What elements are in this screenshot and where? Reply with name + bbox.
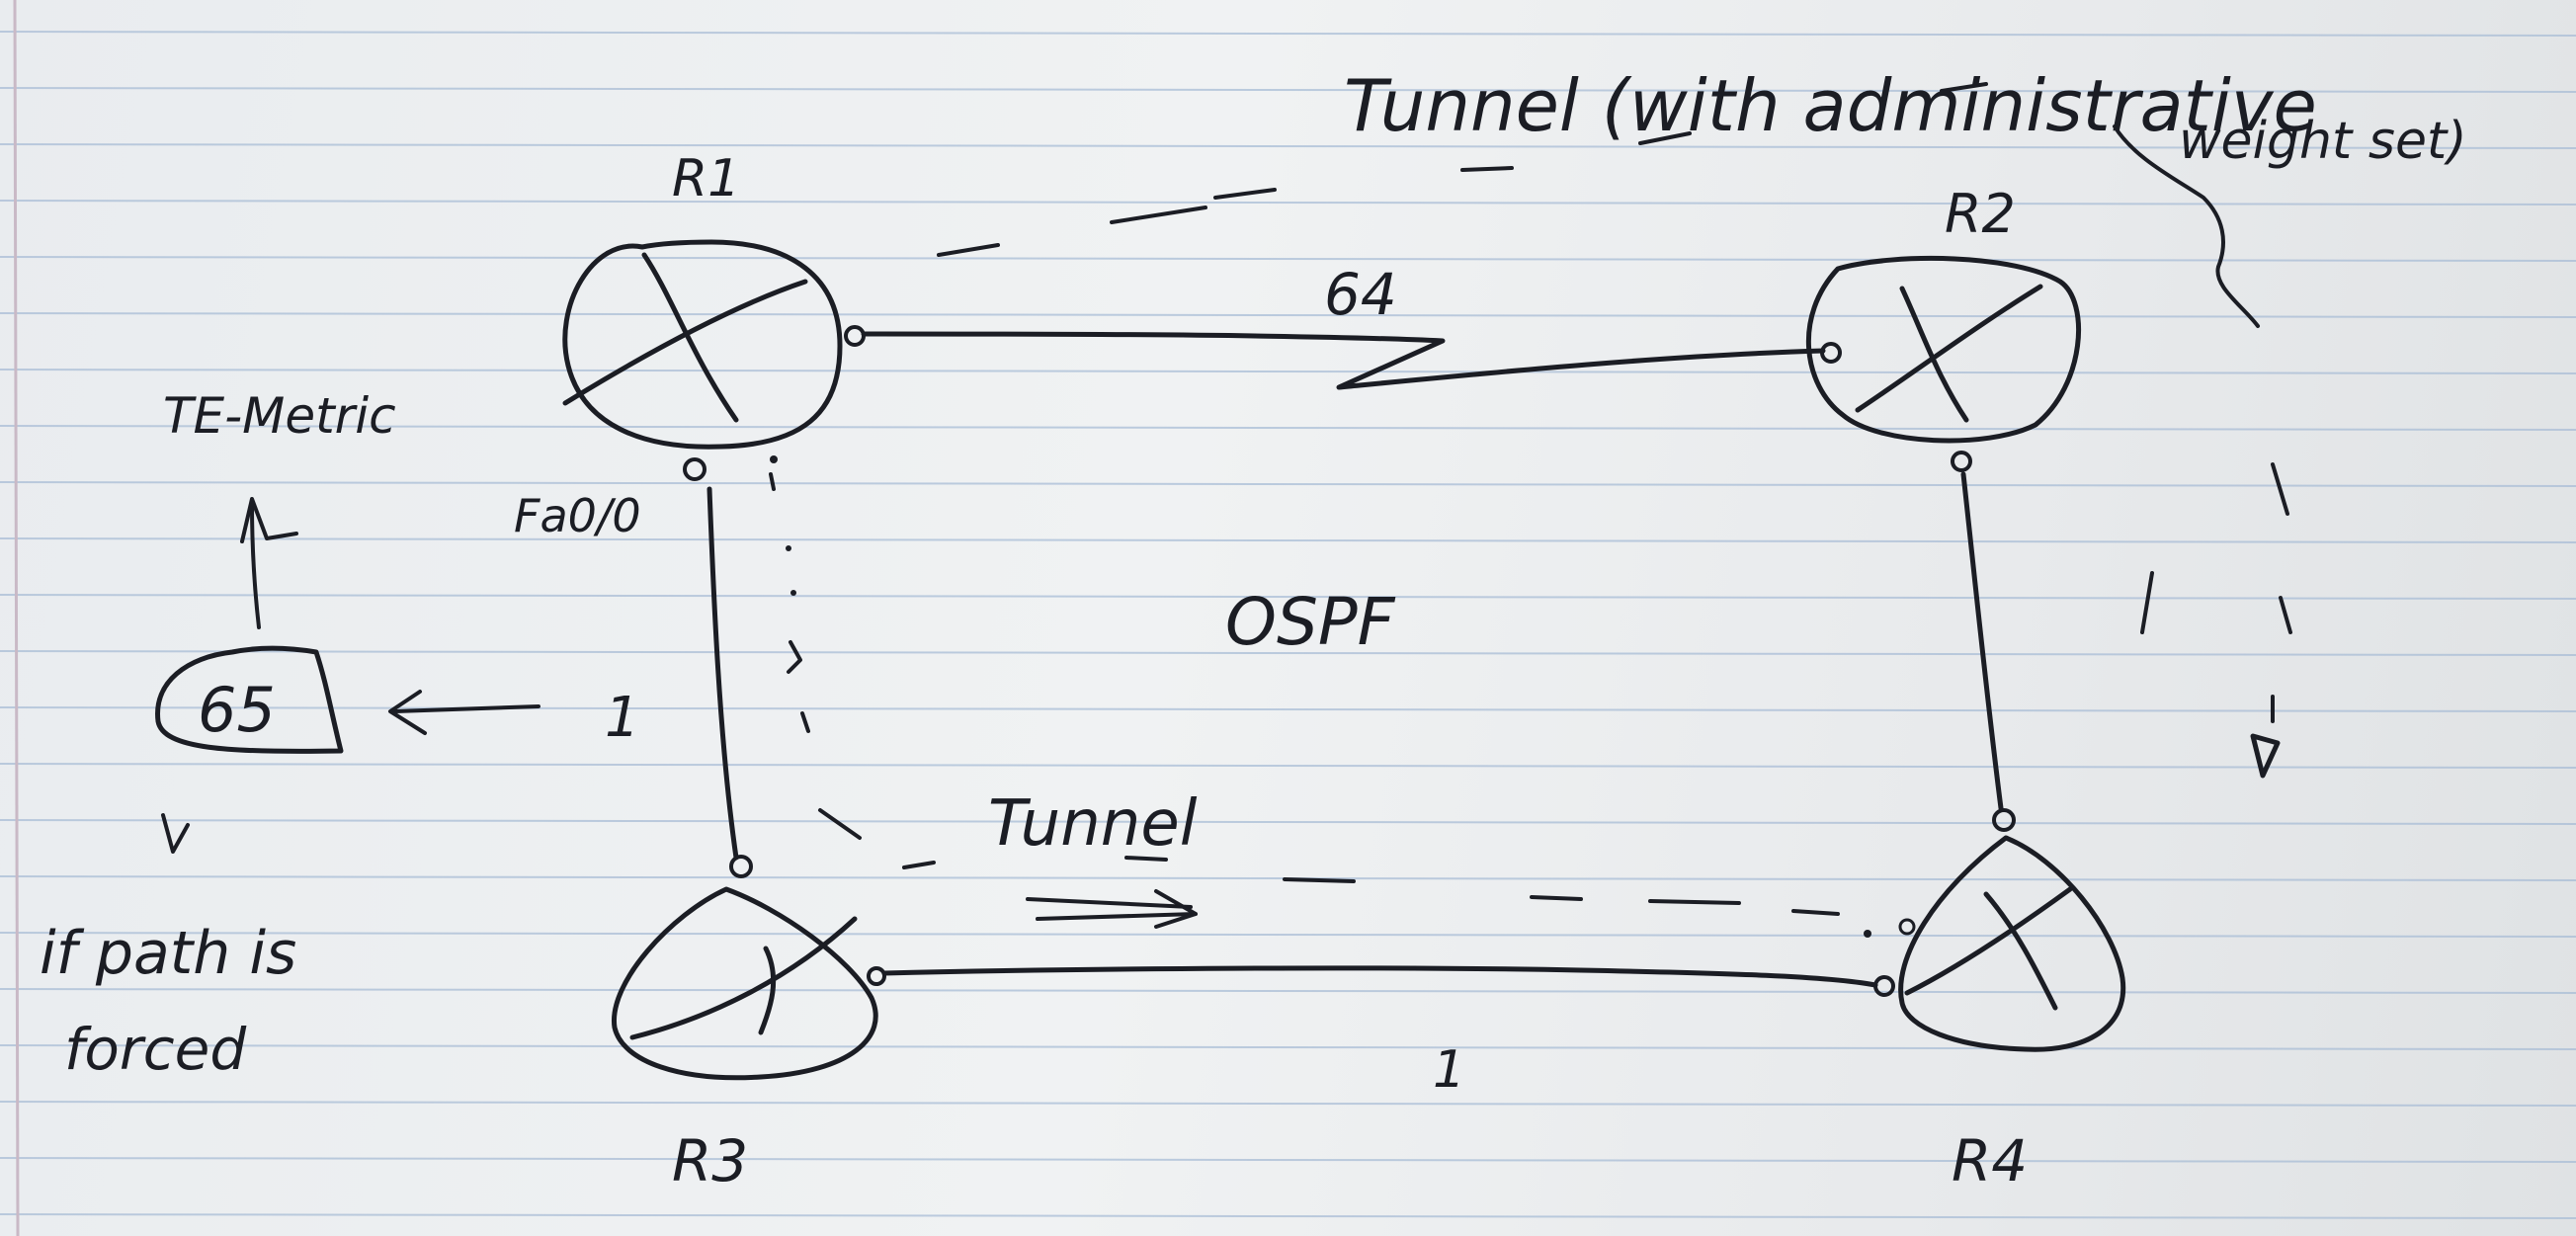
te-metric-label: TE-Metric: [163, 387, 396, 445]
rule-line: [0, 706, 2576, 712]
router-r3-label: R3: [672, 1127, 748, 1195]
rule-line: [0, 1101, 2576, 1107]
te-metric-annotation: TE-Metric 65 1 if path is forced: [40, 387, 640, 1083]
cost-label-r3-r4: 1: [1433, 1040, 1465, 1100]
router-r1-label: R1: [672, 149, 740, 208]
tunnel-bottom-dashes: [818, 808, 1916, 938]
link-r1-r2-serial: [844, 325, 1842, 390]
rule-line: [0, 31, 2576, 37]
margin-line: [13, 0, 20, 1236]
rule-line: [0, 650, 2576, 656]
te-metric-input-cost: 1: [605, 686, 640, 750]
rule-line: [0, 87, 2576, 93]
rule-line: [0, 537, 2576, 543]
te-metric-value: 65: [198, 674, 276, 746]
tunnel-bottom-arrow: [1026, 889, 1198, 929]
tunnel-bottom-label: Tunnel: [988, 787, 1198, 861]
link-r1-r3: [683, 457, 753, 878]
tunnel-top-label-line1: Tunnel (with administrative: [1344, 64, 2317, 147]
rule-line: [0, 200, 2576, 206]
rule-line: [0, 312, 2576, 318]
forced-note-line1: if path is: [40, 919, 296, 988]
rule-line: [0, 763, 2576, 769]
rule-line: [0, 256, 2576, 262]
forced-note-line2: forced: [64, 1016, 247, 1083]
rule-line: [0, 1044, 2576, 1050]
tunnel-top-label-line2: weight set): [2179, 112, 2467, 171]
router-r4: R4: [1898, 835, 2126, 1195]
rule-line: [0, 819, 2576, 825]
cost-label-r1-r2: 64: [1324, 261, 1397, 328]
link-r3-r4: [867, 965, 1895, 997]
rule-line: [0, 1213, 2576, 1219]
tunnel-top-arrow: [2113, 124, 2292, 779]
protocol-label: OSPF: [1225, 584, 1396, 660]
router-r4-label: R4: [1952, 1127, 2028, 1195]
router-r1: R1: [562, 149, 843, 450]
rule-line: [0, 932, 2576, 938]
rule-line: [0, 481, 2576, 487]
tunnel-top-dashes: [937, 82, 1988, 257]
router-r2-label: R2: [1945, 183, 2016, 245]
router-r3: R3: [612, 886, 878, 1195]
dotted-path-r1-r3: [769, 455, 810, 733]
rule-line: [0, 1157, 2576, 1163]
rule-line: [0, 143, 2576, 149]
router-r2: R2: [1805, 183, 2081, 444]
rule-line: [0, 369, 2576, 374]
rule-line: [0, 988, 2576, 994]
interface-label-r1: Fa0/0: [514, 489, 641, 542]
link-r2-r4: [1951, 451, 2016, 832]
rule-line: [0, 425, 2576, 431]
